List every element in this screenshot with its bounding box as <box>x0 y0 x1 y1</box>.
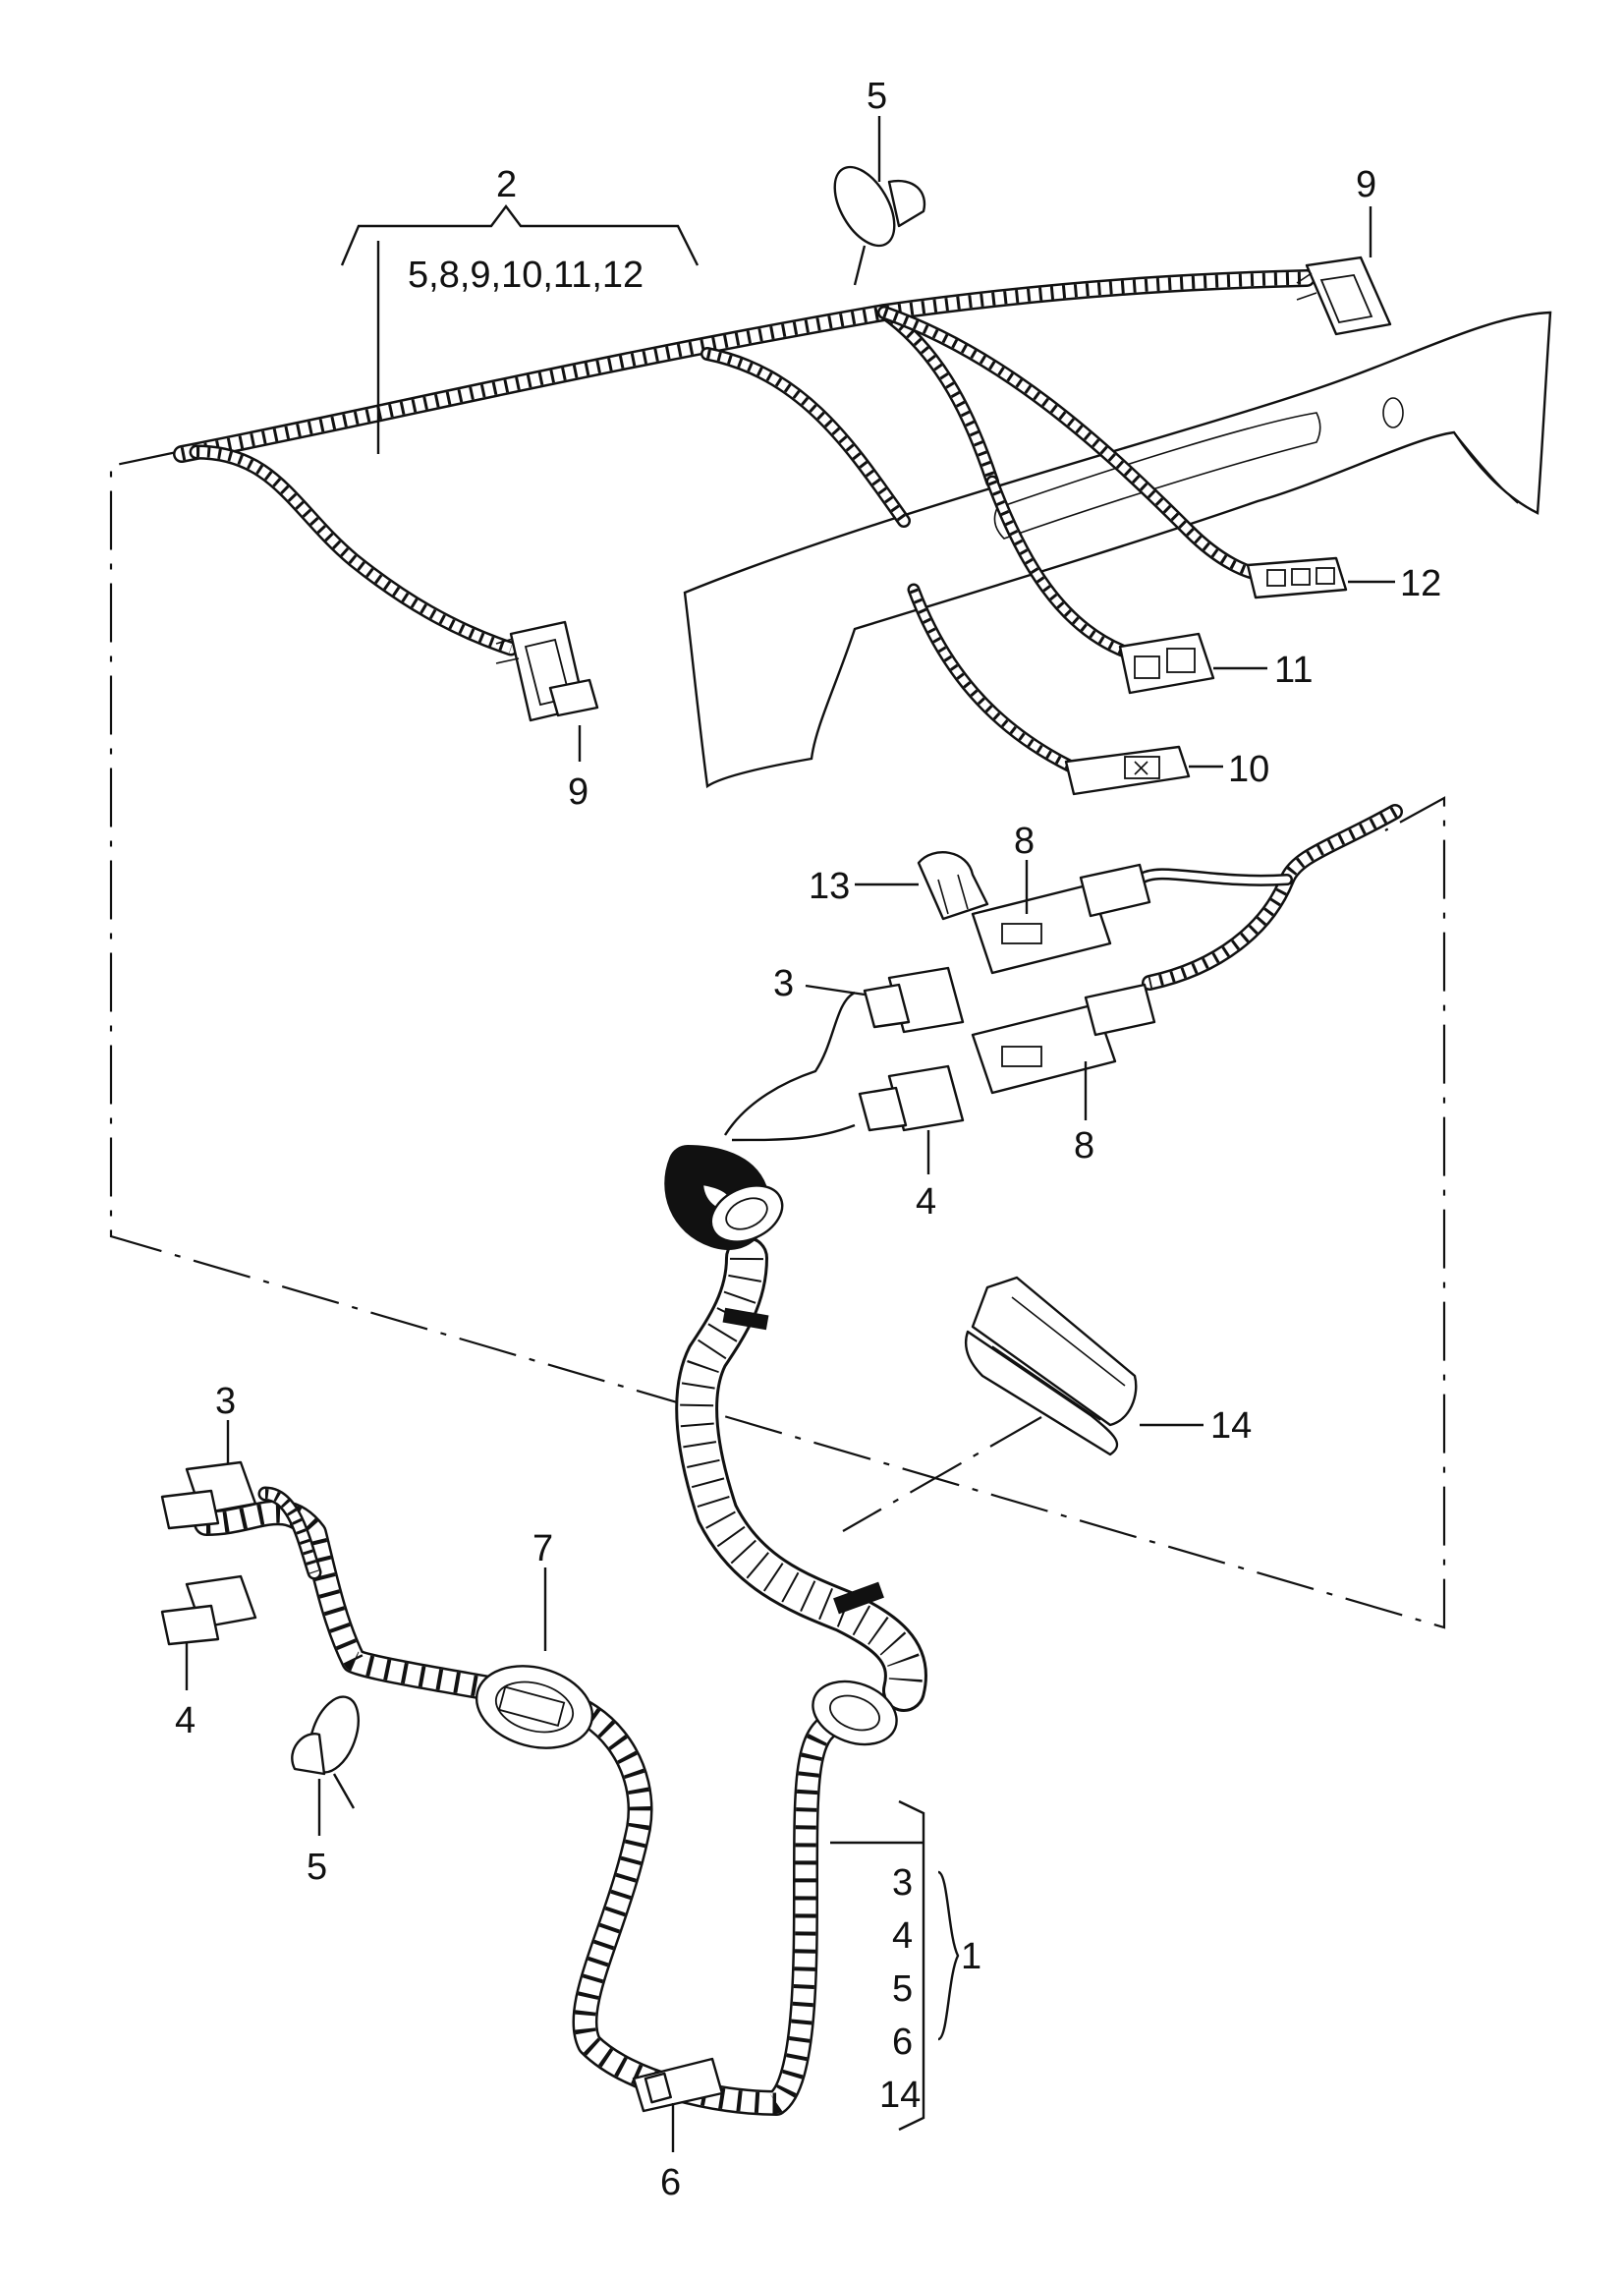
cable-tie-5-top <box>833 165 926 286</box>
bracket-item-6: 6 <box>892 2022 913 2063</box>
grommet <box>475 1665 594 1749</box>
callout-3-left: 3 <box>215 1381 236 1422</box>
callout-2: 2 <box>496 164 517 205</box>
assembly-frame-lines <box>109 450 1446 1629</box>
leader-lines <box>185 116 1395 2152</box>
connector-12 <box>1246 556 1348 599</box>
callout-8-top: 8 <box>1014 821 1035 862</box>
connector-4-left <box>160 1574 257 1646</box>
spoiler-panel <box>683 311 1552 789</box>
bracket-label-1: 1 <box>961 1936 981 1977</box>
bracket-item-4: 4 <box>892 1915 913 1957</box>
callout-9-top: 9 <box>1356 164 1376 205</box>
bracket-item-14: 14 <box>879 2075 921 2116</box>
corrugated-sleeve <box>664 1145 927 1712</box>
bracket-item-5: 5 <box>892 1968 913 2010</box>
callout-11: 11 <box>1274 650 1313 691</box>
wiring-harness <box>182 278 1395 2103</box>
bolt-6 <box>632 2057 724 2113</box>
connector-8-top <box>971 863 1151 975</box>
callout-labels: 5 2 5,8,9,10,11,12 9 12 11 10 9 8 13 3 4… <box>175 76 1441 2203</box>
callout-14: 14 <box>1210 1405 1252 1447</box>
callout-5-left: 5 <box>307 1847 327 1888</box>
clip-14 <box>964 1276 1138 1456</box>
clip-13 <box>917 851 989 921</box>
callout-13: 13 <box>809 866 850 907</box>
connector-3-mid <box>863 966 965 1034</box>
bracket-group-1: 3 4 5 6 14 1 <box>879 1862 981 2116</box>
callout-12: 12 <box>1400 563 1441 604</box>
connector-9-left <box>495 620 599 722</box>
callout-6: 6 <box>660 2162 681 2203</box>
callout-4-mid: 4 <box>916 1181 936 1223</box>
connector-9-top <box>1296 256 1392 336</box>
connector-3-left <box>160 1460 257 1530</box>
connector-10 <box>1064 745 1191 796</box>
callout-5-top: 5 <box>867 76 887 117</box>
callout-10: 10 <box>1228 749 1269 790</box>
callout-3-mid: 3 <box>773 963 794 1004</box>
connector-4-mid <box>858 1064 965 1132</box>
connector-11 <box>1118 632 1215 695</box>
connector-8-bottom <box>971 983 1156 1095</box>
callout-4-left: 4 <box>175 1700 196 1741</box>
callout-2-list: 5,8,9,10,11,12 <box>408 255 644 296</box>
callout-7: 7 <box>532 1528 553 1569</box>
callout-8-bottom: 8 <box>1074 1125 1094 1167</box>
bracket-item-3: 3 <box>892 1862 913 1904</box>
cable-tie-5-left <box>291 1695 360 1809</box>
lower-grommet <box>812 1680 898 1746</box>
callout-9-left: 9 <box>568 771 588 813</box>
